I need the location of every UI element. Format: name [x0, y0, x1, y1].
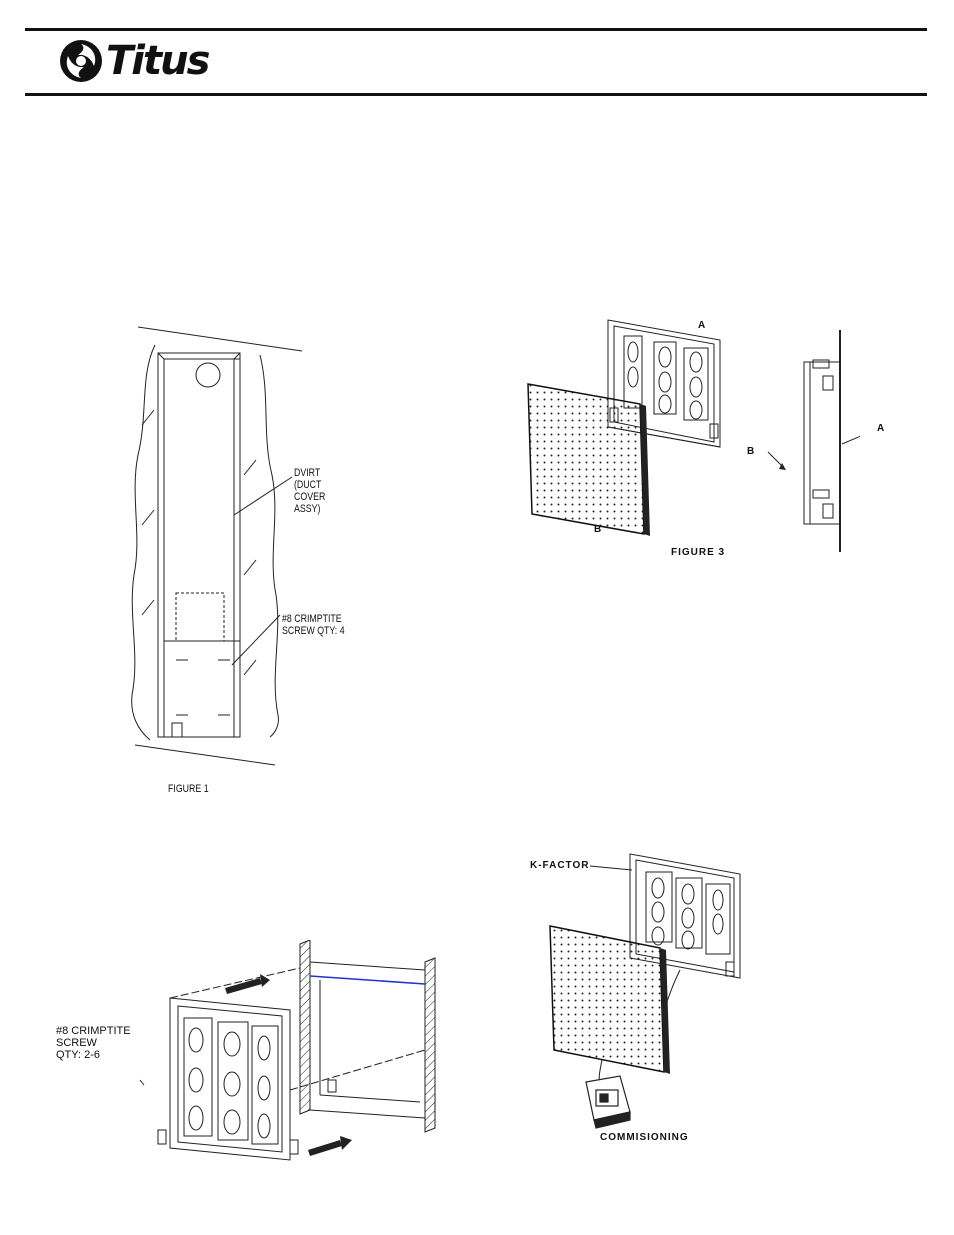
header-bottom-rule: [25, 93, 927, 96]
figure-2-screw-label: #8 CRIMPTITE SCREW QTY: 2-6: [56, 1025, 131, 1061]
figure-3-drawing: [520, 312, 876, 557]
titus-logo: Titus: [58, 36, 218, 86]
figure-1-caption: FIGURE 1: [168, 783, 209, 795]
header-top-rule: [25, 28, 927, 31]
figure-1-dvirt-label: DVIRT (DUCT COVER ASSY): [294, 467, 326, 515]
figure-2-svg: [139, 939, 436, 1161]
figure-2-drawing: [130, 939, 460, 1170]
figure-3-caption: FIGURE 3: [671, 547, 726, 558]
figure-3-label-a-side: A: [877, 423, 886, 434]
figure-4-drawing: [530, 850, 750, 1130]
figure-3-svg: [527, 319, 876, 552]
figure-3-label-b-bottom: B: [594, 524, 603, 535]
figure-3-label-a-top: A: [698, 320, 707, 331]
brand-wordmark: Titus: [106, 38, 210, 84]
figure-1-svg: [131, 326, 303, 766]
figure-3-label-b-side: B: [747, 446, 756, 457]
figure-4-caption: COMMISIONING: [600, 1132, 689, 1143]
figure-4-kfactor-label: K-FACTOR: [530, 860, 590, 871]
titus-swirl-icon: [60, 40, 102, 82]
figure-1-drawing: [120, 315, 320, 775]
figure-4-svg: [549, 853, 741, 1129]
figure-1-screw-label: #8 CRIMPTITE SCREW QTY: 4: [282, 613, 345, 637]
